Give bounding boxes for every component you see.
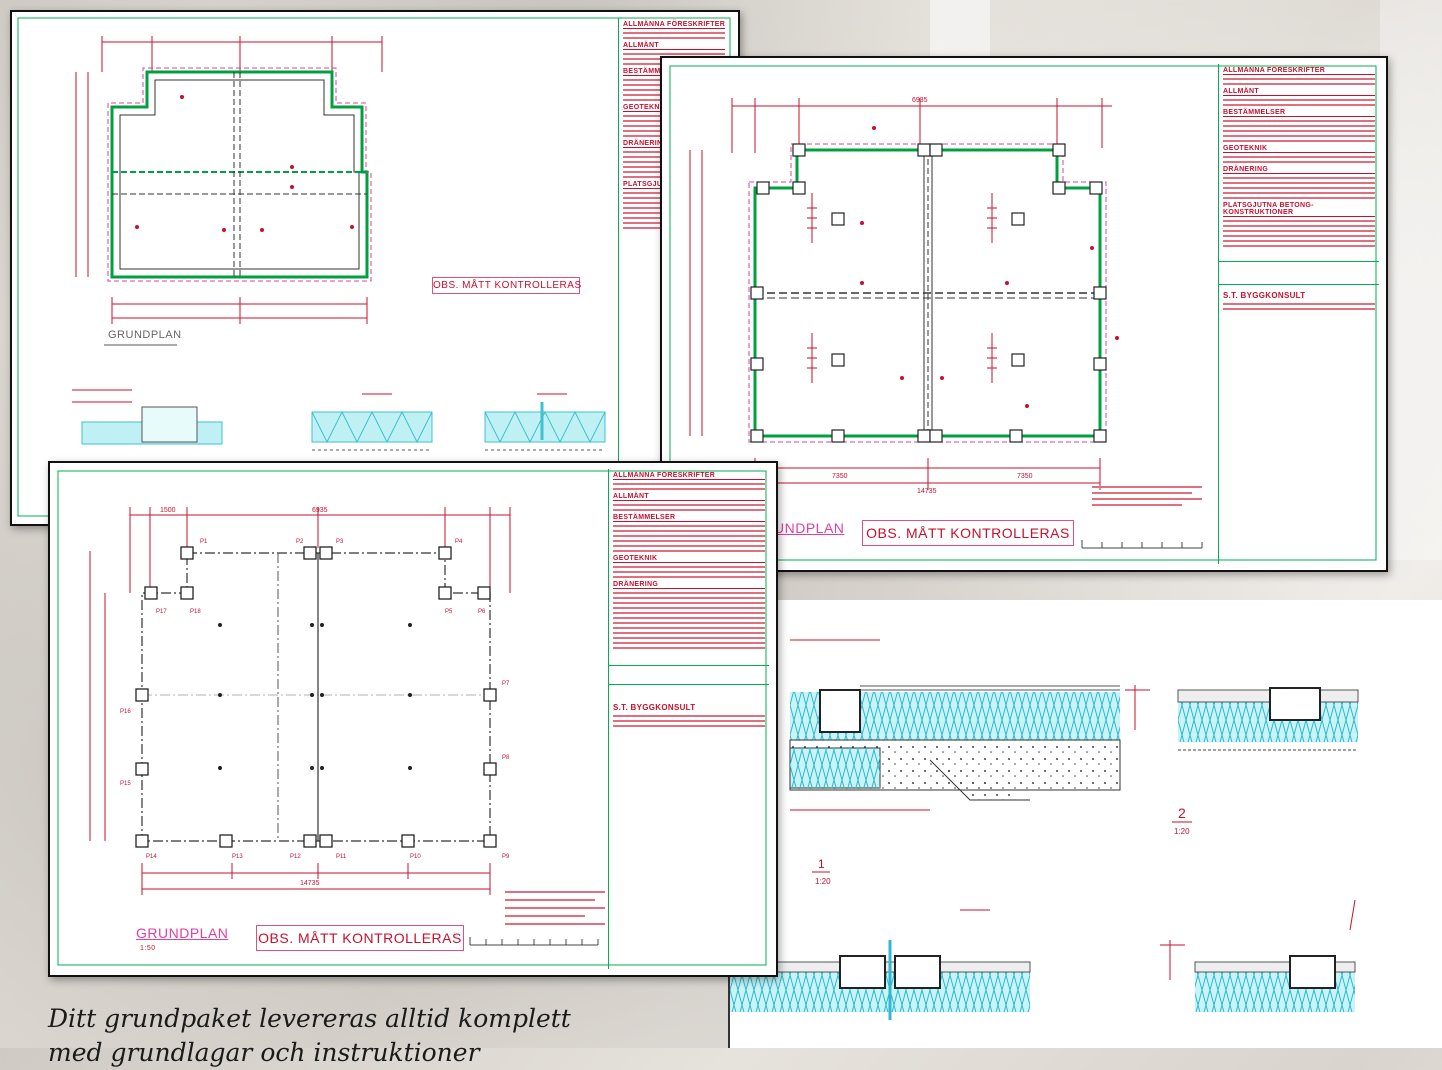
- detail2-scale: 1:20: [1174, 827, 1190, 836]
- plan-title: GRUNDPLAN: [108, 329, 182, 341]
- caption-line-1: Ditt grundpaket levereras alltid komplet…: [48, 1004, 571, 1033]
- pillar-label: P6: [478, 609, 486, 615]
- section-dranering: DRÄNERING: [1223, 166, 1375, 174]
- section-allmant: ALLMÄNT: [623, 42, 725, 50]
- section-geoteknik: GEOTEKNIK: [613, 555, 765, 563]
- dim-mid: 6935: [912, 97, 928, 104]
- dim-mid: 6935: [312, 507, 328, 514]
- section-dranering: DRÄNERING: [613, 581, 765, 589]
- title-block: ALLMÄNNA FÖRESKRIFTER ALLMÄNT BESTÄMMELS…: [1218, 64, 1379, 564]
- detail1-number: 1: [818, 857, 825, 871]
- detail1-scale: 1:20: [815, 877, 831, 886]
- detail2-number: 2: [1178, 805, 1186, 821]
- background-beam: [1380, 0, 1442, 560]
- dim-total: 14735: [917, 488, 937, 495]
- section-allmant: ALLMÄNT: [1223, 88, 1375, 96]
- company-name: S.T. BYGGKONSULT: [1223, 291, 1306, 300]
- dim-side: 1500: [160, 507, 176, 514]
- pillar-label: P7: [502, 681, 510, 687]
- title-block-header: ALLMÄNNA FÖRESKRIFTER: [623, 21, 726, 29]
- pillar-label: P8: [502, 755, 510, 761]
- pillar-label: P15: [120, 781, 131, 787]
- caption-line-2: med grundlagar och instruktioner: [48, 1038, 480, 1067]
- pillar-label: P11: [336, 854, 347, 860]
- pillar-label: P4: [455, 539, 463, 545]
- title-block-header: ALLMÄNNA FÖRESKRIFTER: [613, 472, 765, 480]
- dim-left: 7350: [832, 473, 848, 480]
- pillar-label: P2: [296, 539, 304, 545]
- section-bestammelser: BESTÄMMELSER: [1223, 109, 1375, 117]
- pillar-label: P16: [120, 709, 131, 715]
- plan-title: GRUNDPLAN: [136, 925, 229, 941]
- drawing-sheet-top-left: GRUNDPLAN OBS. MÅTT KONTROLLERAS ALLMÄNN…: [10, 10, 740, 526]
- grundplan-drawing-small: [17, 17, 731, 517]
- pillar-label: P1: [200, 539, 208, 545]
- section-geoteknik: GEOTEKNIK: [1223, 145, 1375, 153]
- pillar-label: P13: [232, 854, 243, 860]
- company-name: S.T. BYGGKONSULT: [613, 703, 696, 712]
- caption-text: Ditt grundpaket levereras alltid komplet…: [48, 1002, 688, 1070]
- title-block-header: ALLMÄNNA FÖRESKRIFTER: [1223, 67, 1375, 75]
- section-platsgjutna: PLATSGJUTNA BETONG-KONSTRUKTIONER: [1223, 202, 1375, 217]
- grundplan-drawing-pillars: 7350 7350 14735 6935: [669, 65, 1377, 561]
- pillar-label: P17: [156, 609, 167, 615]
- section-allmant: ALLMÄNT: [613, 493, 765, 501]
- pillar-label: P5: [445, 609, 453, 615]
- dimension-notice: OBS. MÅTT KONTROLLERAS: [256, 925, 464, 951]
- pillar-label: P10: [410, 854, 421, 860]
- dimension-notice: OBS. MÅTT KONTROLLERAS: [432, 277, 581, 294]
- dim-total: 14735: [300, 880, 320, 887]
- plan-scale: 1:50: [140, 945, 156, 952]
- pillar-label: P14: [146, 854, 157, 860]
- dimension-notice: OBS. MÅTT KONTROLLERAS: [862, 520, 1074, 546]
- grundplan-drawing-main: P1 P2 P3 P4 P5 P6 P7 P8 P9 P10 P11 P12 P…: [57, 470, 767, 966]
- section-details-drawing: 1 1:20 2 1:20: [730, 639, 1359, 1020]
- title-block: ALLMÄNNA FÖRESKRIFTER ALLMÄNT BESTÄMMELS…: [608, 469, 769, 969]
- dim-right: 7350: [1017, 473, 1033, 480]
- section-details-sheet: 1 1:20 2 1:20: [728, 600, 1442, 1048]
- pillar-label: P12: [290, 854, 301, 860]
- pillar-label: P3: [336, 539, 344, 545]
- pillar-label: P9: [502, 854, 510, 860]
- section-bestammelser: BESTÄMMELSER: [613, 514, 765, 522]
- pillar-label: P18: [190, 609, 201, 615]
- drawing-sheet-front: P1 P2 P3 P4 P5 P6 P7 P8 P9 P10 P11 P12 P…: [48, 461, 778, 977]
